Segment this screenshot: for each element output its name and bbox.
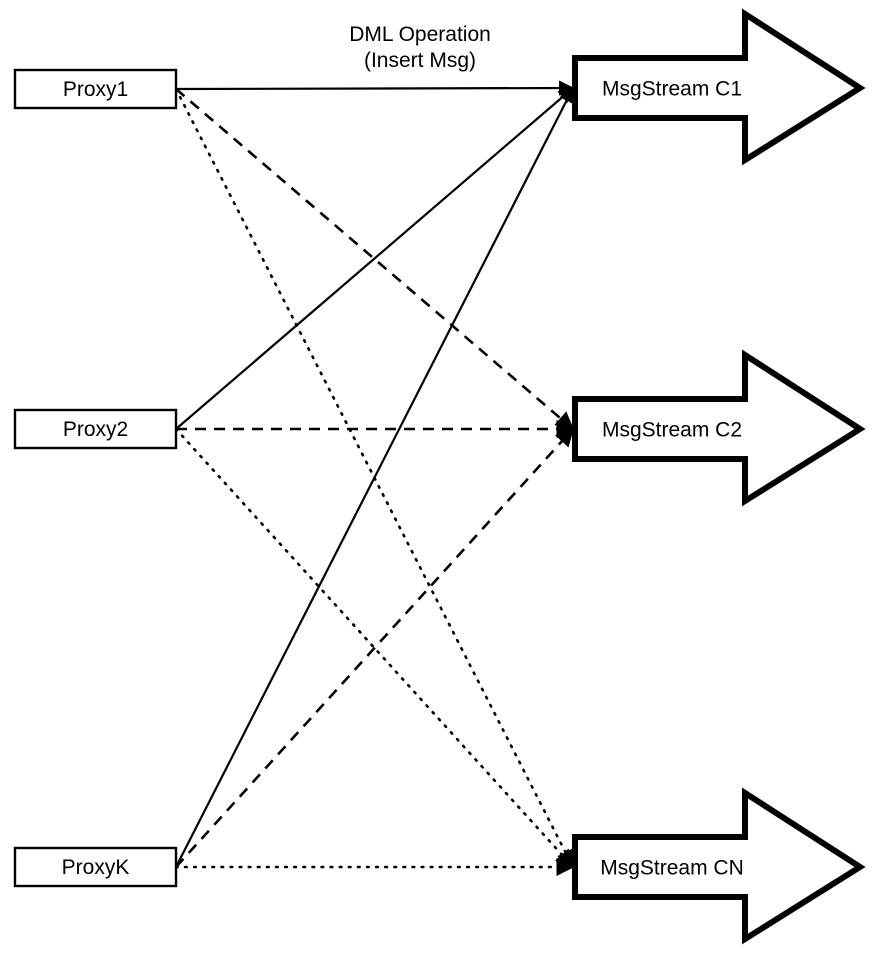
link-proxyk-to-stream-c1	[175, 86, 574, 868]
msgstream-node-stream-c2[interactable]: MsgStream C2	[572, 349, 866, 507]
proxy-box-rect	[13, 408, 178, 450]
dml-operation-label-line2: (Insert Msg)	[364, 49, 476, 72]
proxy-box-rect	[13, 68, 178, 110]
link-proxy2-to-stream-c1	[175, 87, 574, 430]
msgstream-node-stream-c1[interactable]: MsgStream C1	[572, 8, 866, 166]
link-proxy2-to-stream-cn	[174, 427, 575, 869]
proxy-label: Proxy2	[63, 418, 128, 441]
proxy-node-proxy2[interactable]: Proxy2	[13, 408, 178, 450]
link-proxyk-to-stream-c2	[175, 427, 574, 868]
msgstream-label: MsgStream C1	[602, 78, 742, 101]
proxy-box-rect	[13, 846, 178, 888]
connection-layer	[174, 80, 575, 877]
msgstream-layer: MsgStream C1 MsgStream C2 MsgStream CN	[572, 8, 866, 945]
block-arrow-shape	[572, 787, 866, 945]
proxy-label: Proxy1	[63, 78, 128, 101]
proxy-layer: Proxy1 Proxy2 ProxyK	[13, 68, 178, 888]
block-arrow-shape	[572, 8, 866, 166]
proxy-label: ProxyK	[62, 856, 130, 879]
msgstream-label: MsgStream C2	[602, 419, 742, 442]
msgstream-label: MsgStream CN	[600, 857, 744, 880]
msgstream-node-stream-cn[interactable]: MsgStream CN	[572, 787, 866, 945]
dml-operation-label-line1: DML Operation	[349, 23, 491, 46]
proxy-node-proxyk[interactable]: ProxyK	[13, 846, 178, 888]
block-arrow-shape	[572, 349, 866, 507]
proxy-node-proxy1[interactable]: Proxy1	[13, 68, 178, 110]
link-proxy1-to-stream-c1	[175, 80, 575, 96]
annotation-layer: DML Operation (Insert Msg)	[349, 23, 491, 72]
